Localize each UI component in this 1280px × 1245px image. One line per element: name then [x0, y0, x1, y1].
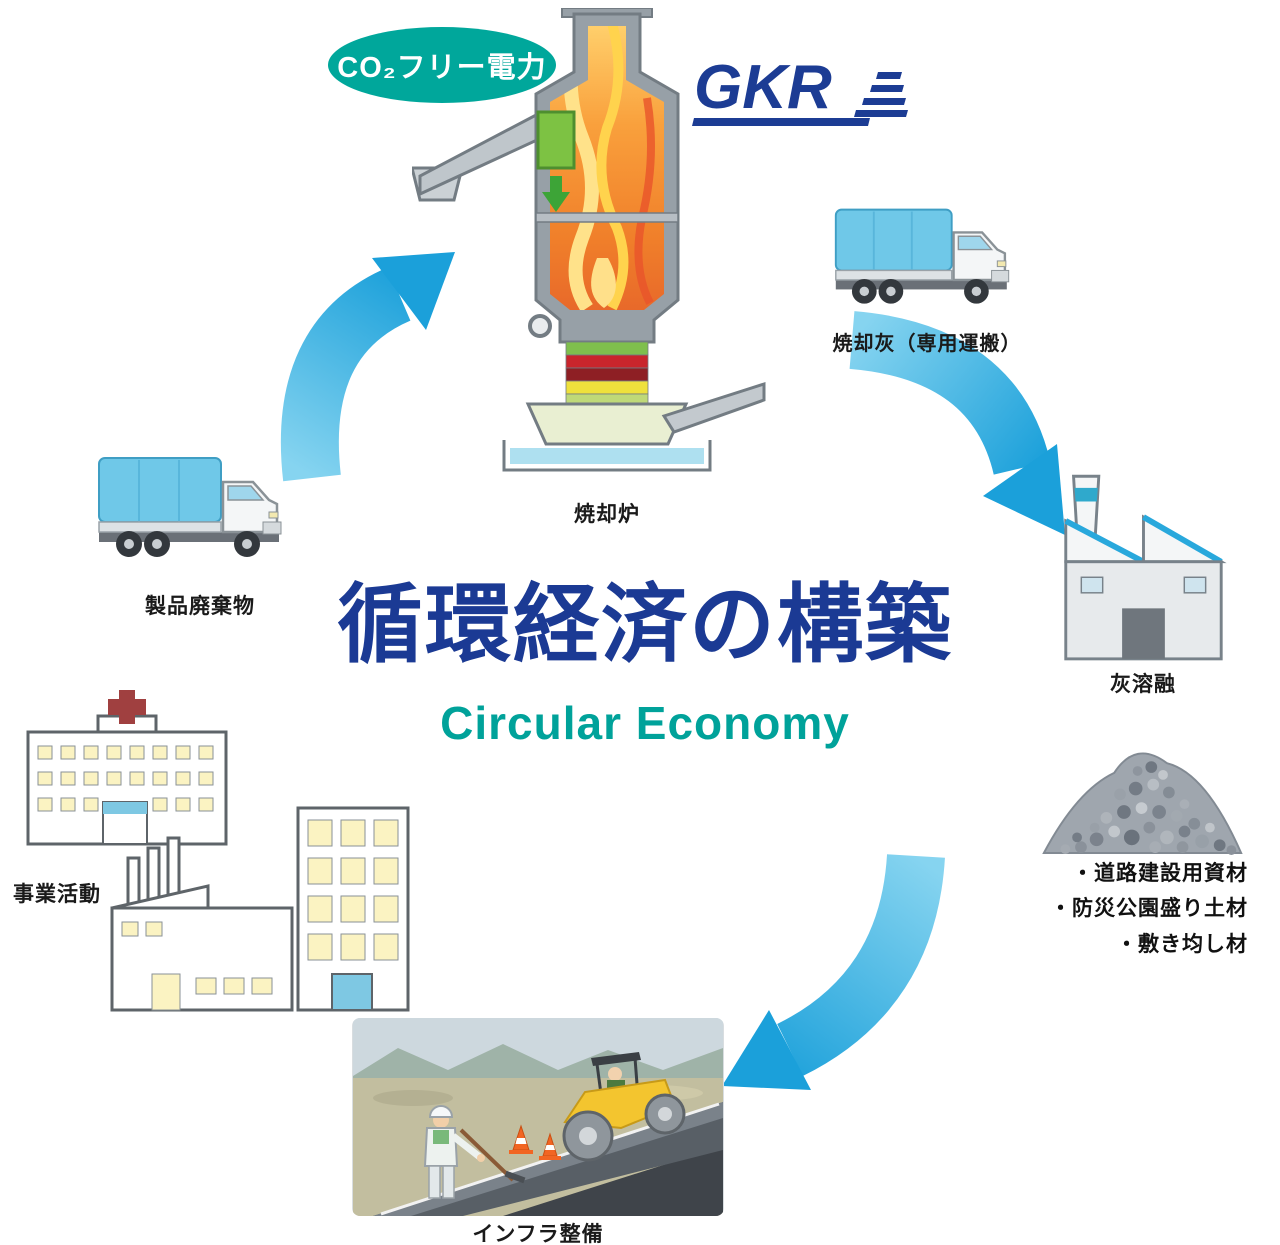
- small-factory-icon: [110, 836, 294, 1012]
- road-worker-icon: [423, 1105, 526, 1199]
- gravel-pile-icon: [1042, 752, 1243, 855]
- cycle-arrow-right: [849, 311, 1065, 535]
- co2-free-power-label: CO₂フリー電力: [337, 52, 547, 84]
- infrastructure-label: インフラ整備: [472, 1223, 604, 1245]
- gkr-logo: GKR: [692, 53, 908, 126]
- incinerator-label: 焼却炉: [574, 503, 640, 526]
- co2-free-power-badge: CO₂フリー電力: [328, 27, 556, 103]
- ash-melting-factory-icon: [1064, 474, 1227, 661]
- road-paving-illustration: [352, 1018, 724, 1216]
- page-title: 循環経済の構築: [337, 577, 953, 673]
- page-subtitle: Circular Economy: [440, 697, 850, 749]
- materials-line: ・道路建設用資材: [1072, 862, 1248, 885]
- materials-uses-text: ・道路建設用資材 ・防災公園盛り土材 ・敷き均し材: [960, 856, 1248, 962]
- incinerator-illustration: [412, 8, 766, 472]
- ash-transport-truck-icon: [832, 200, 1022, 319]
- cycle-arrow-bottom: [722, 853, 945, 1090]
- gkr-logo-text: GKR: [694, 53, 832, 122]
- ash-melting-label: 灰溶融: [1110, 673, 1176, 696]
- business-buildings-icon: [26, 690, 410, 1012]
- road-roller-icon: [562, 1052, 686, 1162]
- cycle-arrow-left: [280, 252, 455, 482]
- materials-line: ・防災公園盛り土材: [1050, 897, 1248, 921]
- gkr-logo-swoosh-icon: [692, 72, 908, 126]
- materials-line: ・敷き均し材: [1116, 932, 1248, 956]
- product-waste-truck-icon: [95, 448, 295, 573]
- office-building-icon: [296, 806, 410, 1012]
- business-activity-label: 事業活動: [13, 883, 101, 906]
- product-waste-label: 製品廃棄物: [145, 595, 255, 618]
- ash-transport-label: 焼却灰（専用運搬）: [832, 333, 1022, 355]
- traffic-cones-icon: [509, 1124, 561, 1160]
- hospital-icon: [26, 690, 228, 846]
